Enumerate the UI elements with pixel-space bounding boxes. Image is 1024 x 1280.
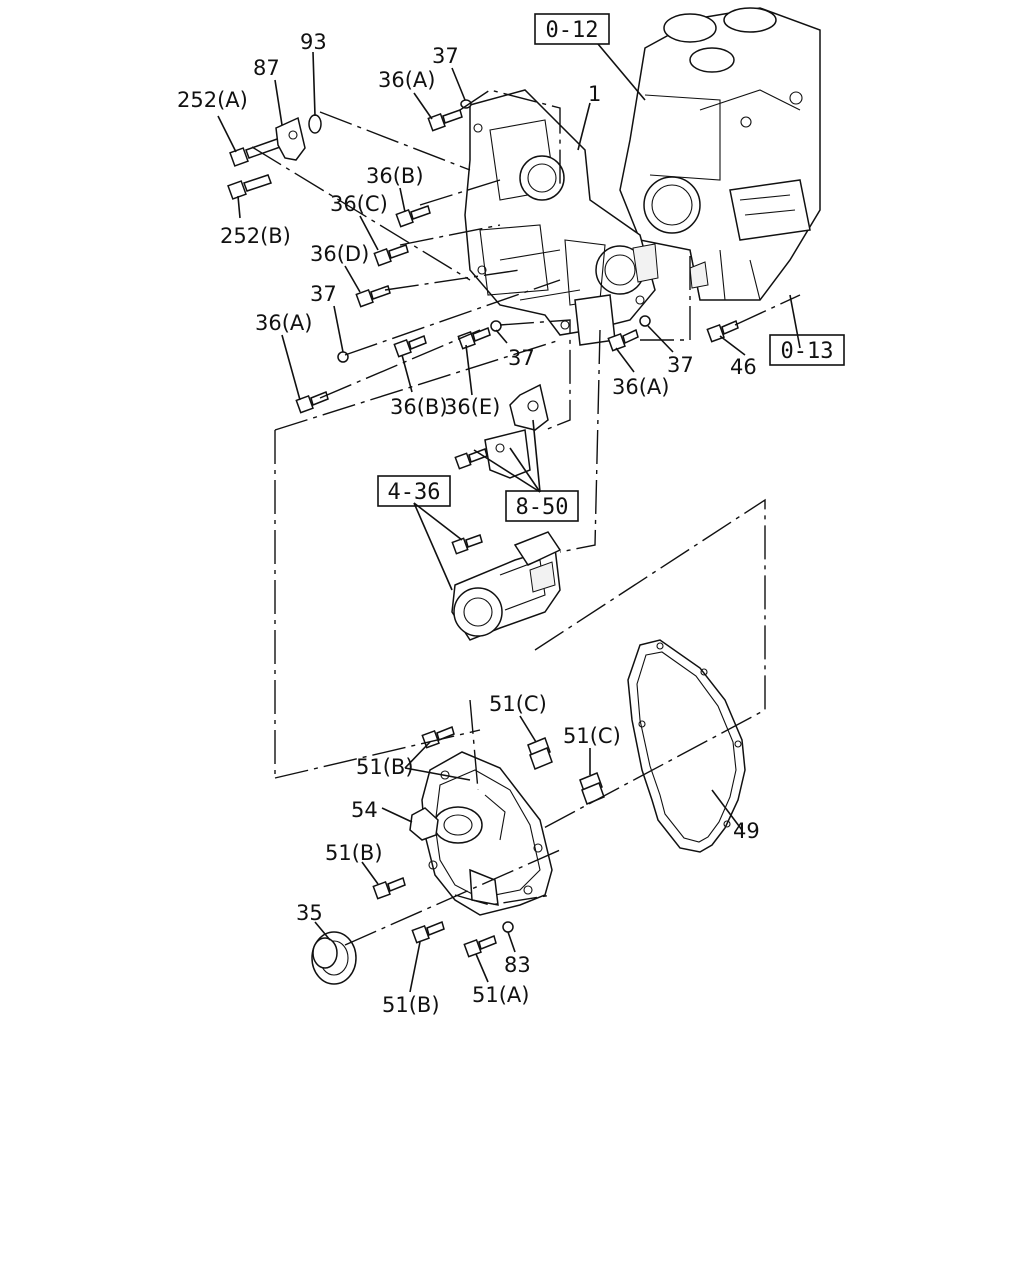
callout-36d: 36(D) [310, 242, 369, 266]
callout-51c-left: 51(C) [489, 692, 547, 716]
bolt-36b-mid [393, 334, 427, 358]
stud-51c-left [527, 737, 553, 770]
washer-37-top [460, 99, 472, 109]
callout-93: 93 [300, 30, 327, 54]
ref-box-0-13: 0-13 [769, 334, 845, 366]
callout-54: 54 [351, 798, 378, 822]
seal-35 [311, 931, 357, 985]
callout-1: 1 [588, 82, 601, 106]
stud-51c-right [579, 772, 605, 805]
pump-assembly [451, 531, 562, 641]
ref-4-36-text: 4-36 [388, 480, 441, 505]
gasket-49 [627, 639, 746, 853]
callout-87: 87 [253, 56, 280, 80]
bolt-51a [463, 934, 497, 958]
callout-36b-mid: 36(B) [390, 395, 448, 419]
bolt-36a-right [607, 328, 639, 352]
engine-block [619, 7, 821, 301]
callout-46: 46 [730, 355, 757, 379]
ref-0-13-text: 0-13 [781, 339, 834, 364]
timing-housing [464, 89, 659, 346]
callout-252b: 252(B) [220, 224, 291, 248]
upper-bracket [509, 383, 549, 431]
ref-box-4-36: 4-36 [377, 475, 451, 507]
phantom-lines [251, 89, 801, 946]
bolt-36b-top [395, 205, 431, 228]
bolt-36d [355, 285, 391, 308]
callout-36c: 36(C) [330, 192, 388, 216]
front-cover [421, 751, 553, 916]
callout-36a-top: 36(A) [378, 68, 435, 92]
callout-51a: 51(A) [472, 983, 529, 1007]
callout-51c-right: 51(C) [563, 724, 621, 748]
callout-37-right: 37 [667, 353, 694, 377]
bolt-36a-left [295, 390, 329, 414]
ref-box-8-50: 8-50 [505, 490, 579, 522]
ref-8-50-text: 8-50 [516, 495, 569, 520]
callout-36a-right: 36(A) [612, 375, 669, 399]
bolt-51b-mid [372, 876, 406, 900]
bolt-36a-top [427, 109, 463, 132]
callout-36a-left: 36(A) [255, 311, 312, 335]
washer-37-mid [490, 320, 502, 332]
callout-49: 49 [733, 819, 760, 843]
callout-35: 35 [296, 901, 323, 925]
bolt-51b-bottom [411, 920, 445, 944]
washer-37-left [337, 351, 349, 363]
bolt-46 [706, 319, 739, 343]
o-ring-93 [308, 114, 322, 134]
callout-51b-mid: 51(B) [325, 841, 383, 865]
pin-54 [409, 807, 439, 841]
bolt-51b-top [421, 725, 455, 749]
ref-box-0-12: 0-12 [534, 13, 610, 45]
callout-252a: 252(A) [177, 88, 248, 112]
callout-37-mid: 37 [508, 346, 535, 370]
bolt-252b [227, 174, 272, 200]
bolt-36c [373, 244, 409, 267]
callout-37-left: 37 [310, 282, 337, 306]
lower-bracket [484, 429, 531, 479]
bracket-87 [275, 116, 306, 161]
bolt-bracket [454, 448, 488, 470]
callout-labels: 93 87 252(A) 252(B) 37 36(A) 1 36(B) 36(… [177, 30, 760, 1017]
callout-83: 83 [504, 953, 531, 977]
ref-0-12-text: 0-12 [546, 18, 599, 43]
callout-51b-bottom: 51(B) [382, 993, 440, 1017]
washer-83 [502, 921, 514, 933]
callout-51b-top: 51(B) [356, 755, 414, 779]
callout-37-top: 37 [432, 44, 459, 68]
callout-36e: 36(E) [444, 395, 500, 419]
washer-37-right [639, 315, 651, 327]
bolt-36e [457, 326, 491, 350]
callout-36b-top: 36(B) [366, 164, 424, 188]
leader-lines [217, 43, 801, 993]
